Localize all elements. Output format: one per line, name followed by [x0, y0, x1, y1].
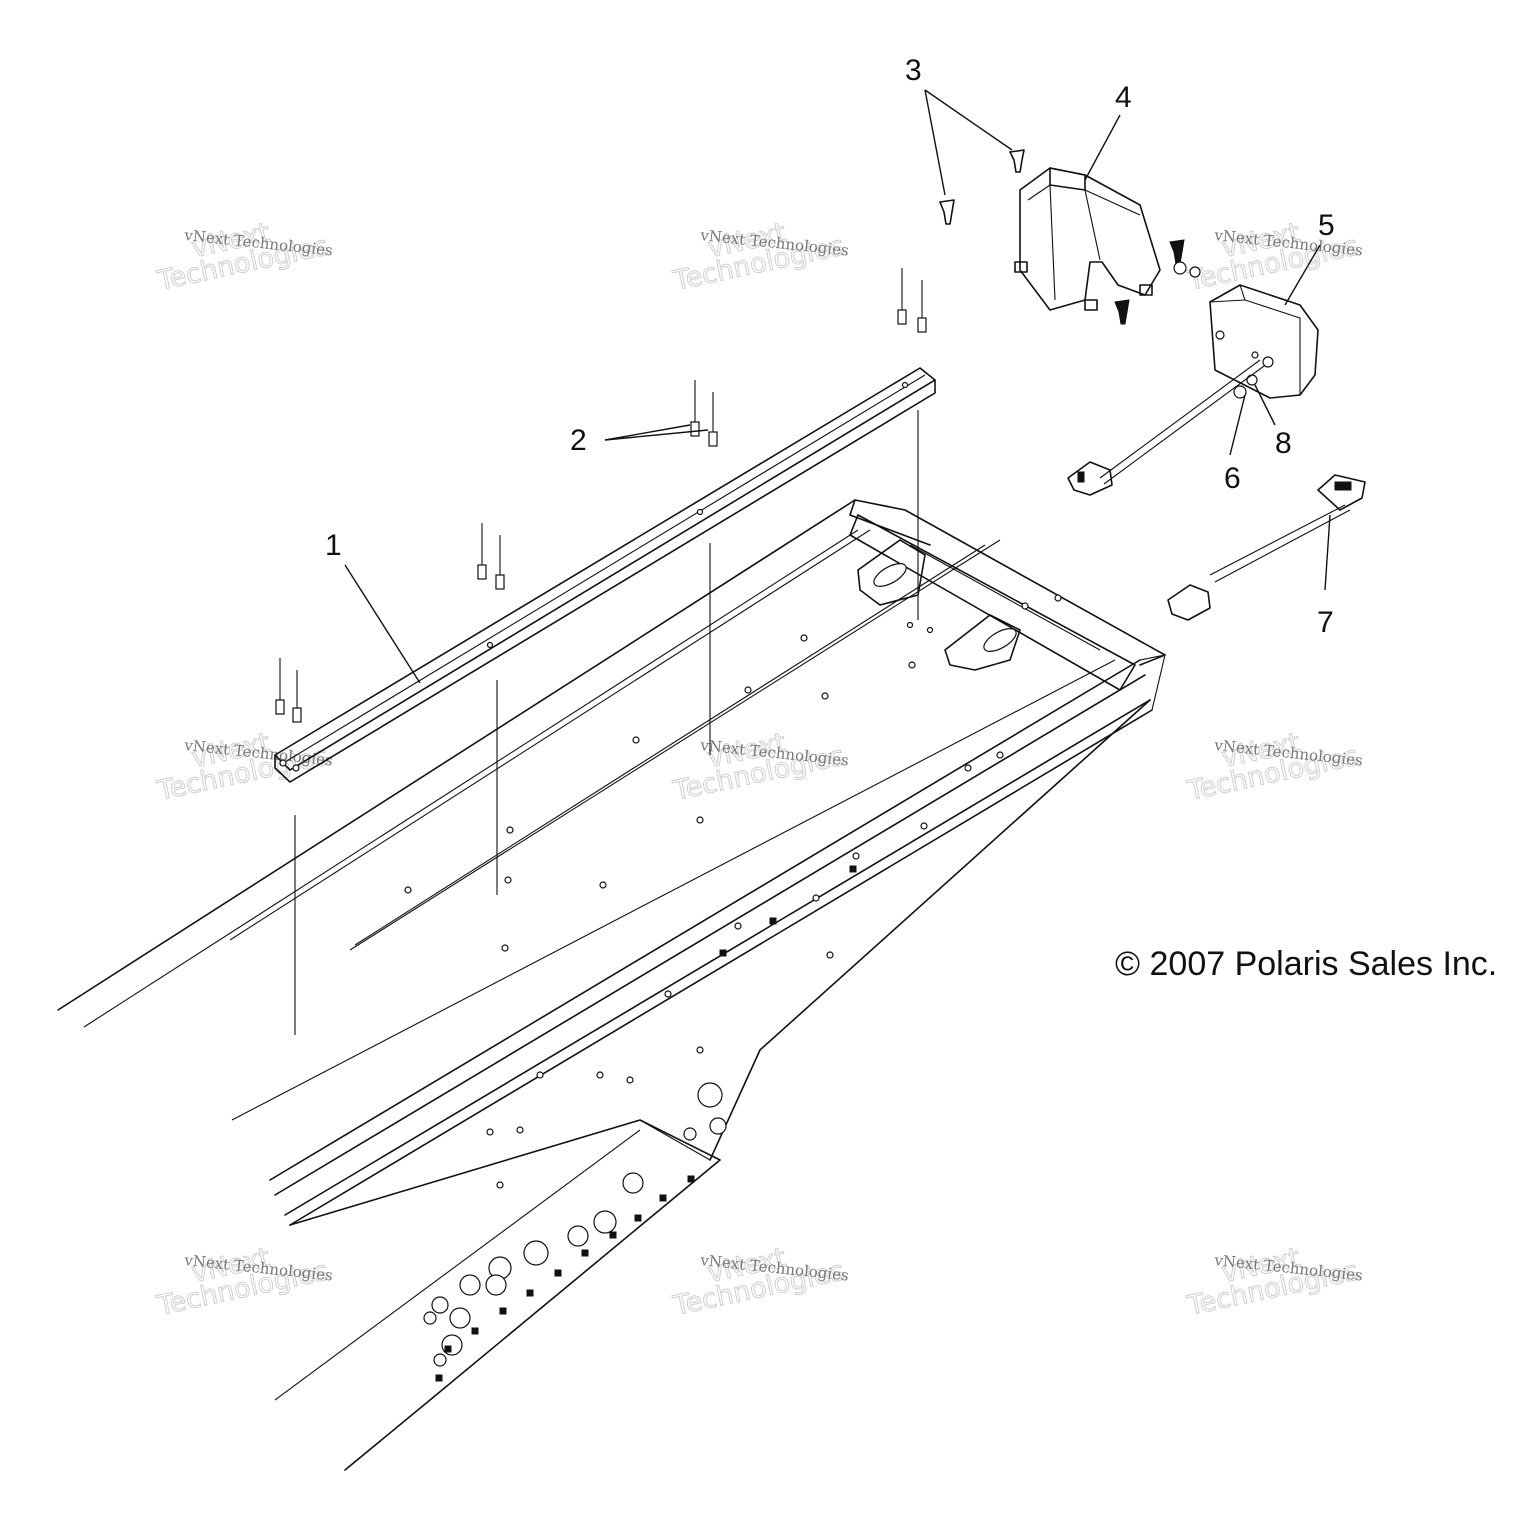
rivet-pair — [897, 268, 927, 333]
traction-cleats — [435, 865, 857, 1382]
taillight-lamp-part-5 — [1209, 284, 1319, 399]
nuts-washers-part-6-8 — [1173, 261, 1258, 399]
callout-6: 6 — [1224, 462, 1241, 495]
harness-part-7 — [1167, 474, 1366, 621]
callout-3: 3 — [905, 54, 922, 87]
leader-lines — [344, 89, 1331, 684]
alignment-lines — [294, 410, 919, 1035]
rivet-pair — [477, 523, 505, 590]
rail-part-1 — [274, 367, 936, 783]
taillight-housing-part-4 — [1014, 167, 1161, 311]
callout-2: 2 — [570, 424, 587, 457]
callouts: 1 2 3 4 5 6 7 8 — [325, 54, 1335, 639]
callout-4: 4 — [1115, 81, 1132, 114]
harness-short — [1067, 359, 1265, 496]
callout-7: 7 — [1317, 606, 1334, 639]
rivets-part-2 — [275, 268, 927, 723]
watermarks: vNext Technologies vNext Technologies vN… — [154, 217, 1364, 1323]
callout-1: 1 — [325, 529, 342, 562]
tunnel-assembly — [57, 499, 1166, 1471]
rivet-pair — [690, 380, 718, 447]
callout-8: 8 — [1275, 427, 1292, 460]
push-rivets-part-3 — [939, 149, 1185, 325]
callout-5: 5 — [1318, 209, 1335, 242]
copyright-notice: © 2007 Polaris Sales Inc. — [1115, 945, 1497, 983]
rivet-pair — [275, 658, 302, 723]
